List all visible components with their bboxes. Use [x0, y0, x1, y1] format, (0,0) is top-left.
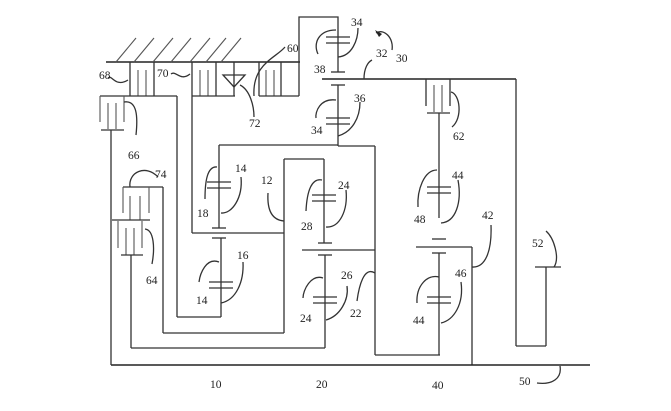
label-26: 26	[341, 270, 353, 282]
label-38: 38	[314, 64, 326, 76]
label-14-lower: 14	[196, 295, 208, 307]
arrow-30-icon	[375, 30, 382, 37]
gear-set-20	[283, 158, 375, 348]
label-44-upper: 44	[452, 170, 464, 182]
label-66: 66	[128, 150, 140, 162]
label-70: 70	[157, 68, 169, 80]
label-46: 46	[455, 268, 467, 280]
label-24-lower: 24	[300, 313, 312, 325]
leader-lines	[107, 27, 561, 384]
label-30: 30	[396, 53, 408, 65]
label-42: 42	[482, 210, 494, 222]
label-52: 52	[532, 238, 544, 250]
label-14-upper: 14	[235, 163, 247, 175]
label-48: 48	[414, 214, 426, 226]
label-64: 64	[146, 275, 158, 287]
reference-labels: 68 70 60 72 34 38 30 32 36 34 62 66 74 6…	[99, 17, 544, 392]
label-34-top: 34	[351, 17, 363, 29]
label-60: 60	[287, 43, 299, 55]
one-way-clutch-72	[221, 62, 247, 96]
brake-60	[258, 16, 339, 97]
label-72: 72	[249, 118, 261, 130]
label-16: 16	[237, 250, 249, 262]
label-62: 62	[453, 131, 465, 143]
gear-set-40	[416, 186, 473, 365]
clutch-66	[99, 95, 221, 365]
clutch-64	[112, 219, 325, 349]
label-44-lower: 44	[413, 315, 425, 327]
label-32: 32	[376, 48, 388, 60]
label-34-mid: 34	[311, 125, 323, 137]
clutch-62	[425, 79, 561, 347]
label-50: 50	[519, 376, 531, 388]
label-20: 20	[316, 379, 328, 391]
label-68: 68	[99, 70, 111, 82]
label-22: 22	[350, 308, 362, 320]
label-18: 18	[197, 208, 209, 220]
brake-68	[129, 62, 177, 97]
label-40: 40	[432, 380, 444, 392]
label-12: 12	[261, 175, 273, 187]
label-28: 28	[301, 221, 313, 233]
label-74: 74	[155, 169, 167, 181]
brake-70	[191, 62, 235, 97]
label-36: 36	[354, 93, 366, 105]
label-24-upper: 24	[338, 180, 350, 192]
gear-set-10	[191, 96, 338, 317]
label-10: 10	[210, 379, 222, 391]
